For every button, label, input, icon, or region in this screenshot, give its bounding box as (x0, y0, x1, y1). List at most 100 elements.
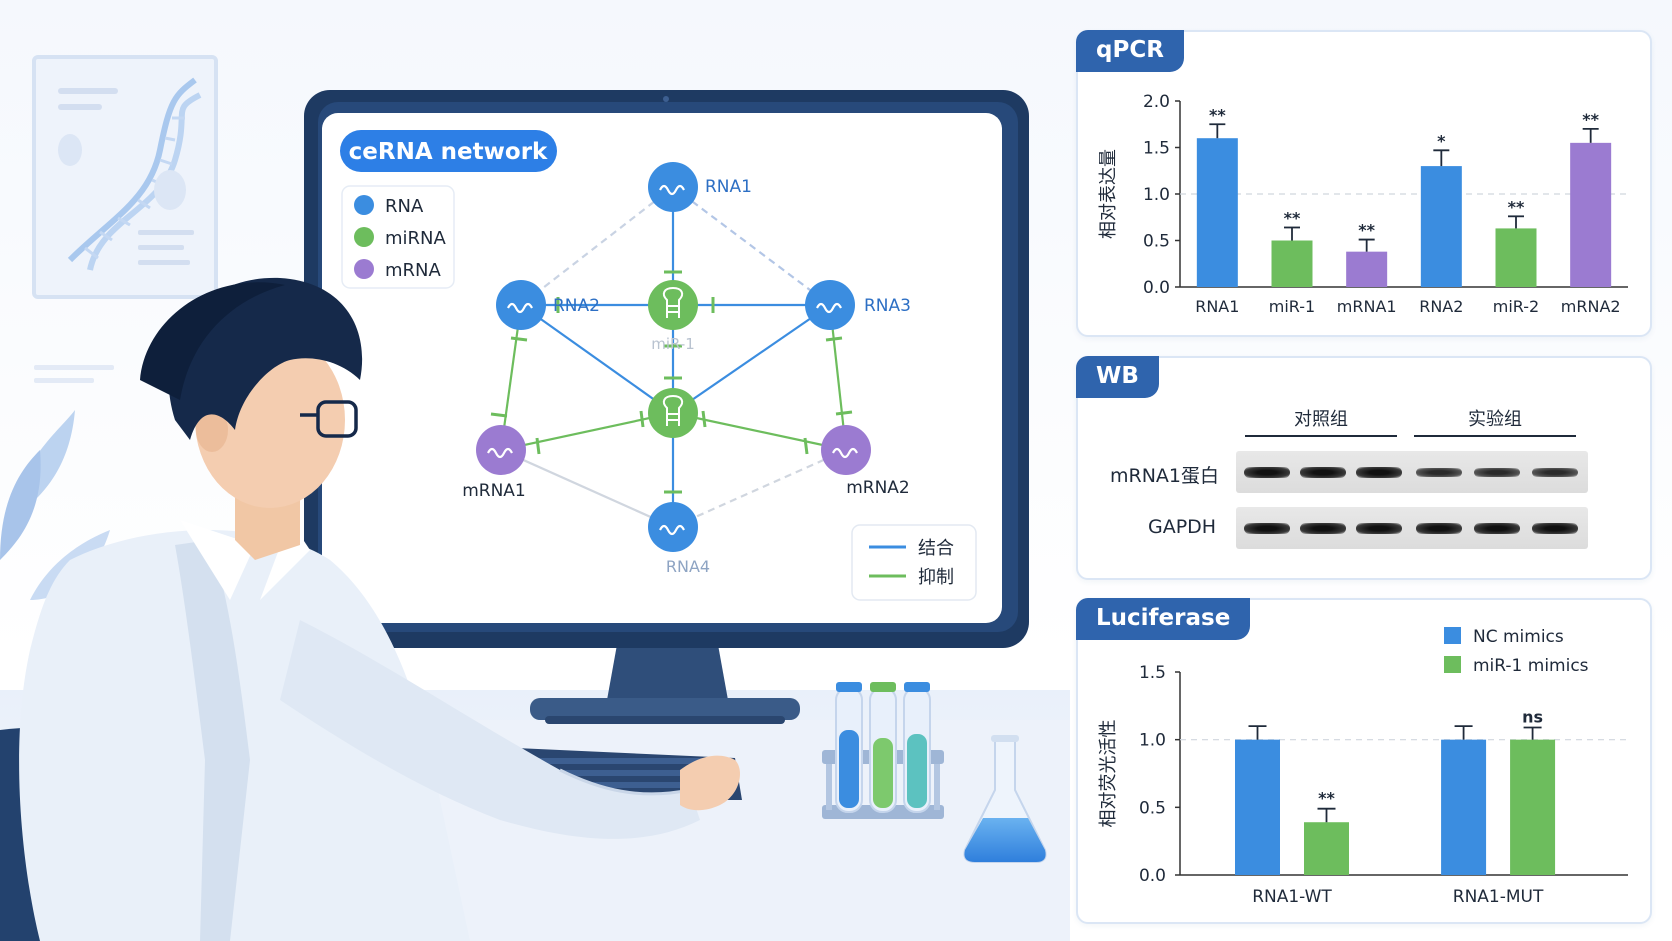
qpcr-x-tick-label: miR-1 (1269, 297, 1315, 316)
qpcr-bar (1346, 251, 1388, 287)
wb-blot-target (1236, 451, 1588, 493)
wb-band (1300, 523, 1346, 534)
qpcr-significance-label: ** (1284, 208, 1301, 227)
luc-x-tick-label: RNA1-WT (1252, 887, 1332, 907)
qpcr-y-tick-label: 1.0 (1143, 185, 1170, 205)
wb-group-control: 对照组 (1294, 409, 1348, 430)
legend-dot-rna (354, 195, 374, 215)
edge-legend: 结合 抑制 (851, 524, 977, 601)
qpcr-y-tick-label: 1.5 (1143, 139, 1170, 159)
wb-band (1356, 467, 1402, 478)
node-rna1: RNA1 (648, 162, 752, 212)
node-mir1: miR-1 (648, 280, 698, 353)
luciferase-tag: Luciferase (1076, 598, 1251, 640)
wb-tag: WB (1076, 356, 1159, 398)
luc-y-tick-label: 1.0 (1139, 731, 1166, 751)
network-title-badge: ceRNA network (340, 130, 557, 172)
luc-legend-swatch (1444, 627, 1461, 644)
node-mir2 (648, 388, 698, 438)
network-nodes: RNA1 RNA2 RNA3 miR-1 (462, 162, 911, 576)
luc-legend-label: NC mimics (1473, 627, 1564, 647)
qpcr-bar (1196, 138, 1238, 287)
test-tube-rack (822, 682, 944, 819)
qpcr-x-tick-label: RNA1 (1195, 297, 1239, 316)
qpcr-x-tick-label: miR-2 (1493, 297, 1539, 316)
node-legend: RNA miRNA mRNA (341, 185, 455, 289)
wb-band (1300, 467, 1346, 478)
qpcr-significance-label: ** (1582, 110, 1599, 129)
wb-row-label-gapdh: GAPDH (1148, 516, 1217, 538)
legend-dot-mirna (354, 227, 374, 247)
wb-band (1416, 523, 1462, 534)
monitor-screen (322, 113, 1002, 623)
luc-bar (1441, 739, 1487, 875)
qpcr-significance-label: * (1437, 131, 1446, 150)
wb-band (1416, 468, 1462, 477)
legend-label-binding: 结合 (918, 538, 954, 559)
node-label-mrna2: mRNA2 (846, 478, 910, 498)
qpcr-y-axis-label: 相对表达量 (1098, 149, 1119, 239)
node-label-rna2: RNA2 (553, 296, 600, 316)
luc-legend-label: miR-1 mimics (1473, 656, 1589, 676)
qpcr-x-tick-label: RNA2 (1419, 297, 1463, 316)
node-label-rna1: RNA1 (705, 177, 752, 197)
node-label-rna3: RNA3 (864, 296, 911, 316)
luc-legend-swatch (1444, 656, 1461, 673)
qpcr-bar-chart: 0.0 0.5 1.0 1.5 2.0 相对表达量 ** RNA1 ** miR-1 ** mRNA1… (1098, 92, 1628, 316)
qpcr-bar (1495, 228, 1537, 287)
luc-y-axis-label: 相对荧光活性 (1098, 720, 1119, 828)
qpcr-x-tick-label: mRNA2 (1561, 297, 1621, 316)
qpcr-significance-label: ** (1508, 197, 1525, 216)
qpcr-x-tick-label: mRNA1 (1337, 297, 1397, 316)
qpcr-tag: qPCR (1076, 30, 1184, 72)
wb-blot-gapdh (1236, 507, 1588, 549)
luc-bar (1304, 822, 1349, 875)
wb-band (1474, 468, 1520, 477)
luc-x-tick-label: RNA1-MUT (1453, 887, 1544, 907)
node-rna2: RNA2 (496, 280, 600, 330)
qpcr-bar (1420, 166, 1462, 287)
wb-row-label-target: mRNA1蛋白 (1110, 465, 1220, 487)
qpcr-bar (1271, 240, 1313, 287)
luc-significance-label: ** (1318, 789, 1335, 808)
wb-group-experiment-rule (1414, 435, 1576, 437)
legend-label-mirna: miRNA (385, 228, 447, 249)
wb-band (1356, 523, 1402, 534)
network-title: ceRNA network (349, 139, 548, 165)
node-rna3: RNA3 (805, 280, 911, 330)
dna-poster (32, 55, 218, 299)
qpcr-y-tick-label: 2.0 (1143, 92, 1170, 112)
wb-band (1532, 523, 1578, 534)
node-mrna1: mRNA1 (462, 425, 526, 501)
qpcr-y-tick-label: 0.0 (1143, 278, 1170, 298)
legend-label-rna: RNA (385, 196, 424, 217)
luc-y-tick-label: 0.0 (1139, 866, 1166, 886)
node-label-mir1: miR-1 (651, 335, 695, 353)
node-label-rna4: RNA4 (666, 557, 710, 576)
qpcr-y-tick-label: 0.5 (1143, 232, 1170, 252)
legend-dot-mrna (354, 259, 374, 279)
wb-group-control-rule (1245, 435, 1397, 437)
node-rna4: RNA4 (648, 502, 710, 576)
wb-band (1474, 523, 1520, 534)
qpcr-bar (1570, 142, 1612, 287)
scientist (19, 277, 740, 941)
wb-group-experiment: 实验组 (1468, 409, 1522, 430)
qpcr-significance-label: ** (1358, 221, 1375, 240)
luc-bar (1510, 739, 1556, 875)
wb-band (1532, 468, 1578, 477)
luc-bar (1235, 739, 1280, 875)
qpcr-significance-label: ** (1209, 105, 1226, 124)
node-label-mrna1: mRNA1 (462, 481, 526, 501)
erlenmeyer-flask (963, 735, 1047, 863)
node-mrna2: mRNA2 (821, 425, 910, 498)
legend-label-inhibition: 抑制 (918, 567, 954, 588)
wb-band (1244, 467, 1290, 478)
wb-panel: WB 对照组 实验组 mRNA1蛋白 GAPDH (1076, 356, 1652, 580)
luc-significance-label: ns (1522, 707, 1543, 726)
